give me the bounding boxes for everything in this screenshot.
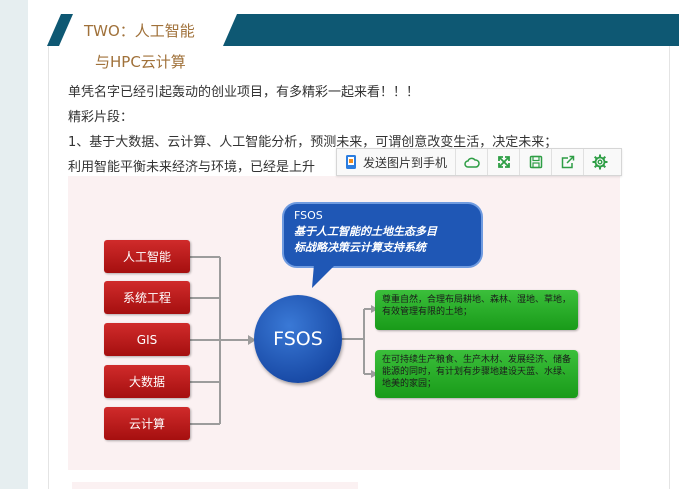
paragraph-highlights: 精彩片段： (68, 110, 134, 125)
article-figure[interactable]: 人工智能 系统工程 GIS 大数据 云计算 FSOS FSOS 基于人工智能的土… (68, 176, 620, 470)
category-box-ai: 人工智能 (104, 240, 190, 273)
bubble-line-2: 标战略决策云计算支持系统 (294, 241, 426, 254)
category-box-big-data: 大数据 (104, 365, 190, 398)
goal-box-2: 在可持续生产粮食、生产木材、发展经济、储备能源的同时，有计划有步骤地建设天蓝、水… (375, 350, 578, 398)
phone-icon (346, 155, 356, 169)
send-to-phone-button[interactable]: 发送图片到手机 (337, 149, 457, 175)
cloud-button[interactable] (456, 149, 489, 175)
settings-button[interactable] (584, 149, 615, 175)
goal-box-1: 尊重自然，合理布局耕地、森林、湿地、草地，有效管理有限的土地； (375, 290, 578, 330)
banner-title: TWO：人工智能 (84, 22, 195, 40)
banner-shape (47, 14, 679, 46)
paragraph-intro: 单凭名字已经引起轰动的创业项目，有多精彩一起来看！！！ (68, 85, 420, 100)
bubble-title: FSOS (294, 209, 323, 222)
banner-subtitle: 与HPC云计算 (95, 53, 186, 71)
category-box-gis: GIS (104, 323, 190, 356)
expand-button[interactable] (488, 149, 521, 175)
save-button[interactable] (520, 149, 553, 175)
paragraph-point-2: 利用智能平衡未来经济与环境，已经是上升 (68, 160, 316, 175)
share-button[interactable] (552, 149, 585, 175)
bubble-line-1: 基于人工智能的土地生态多目 (294, 225, 437, 238)
speech-bubble: FSOS 基于人工智能的土地生态多目 标战略决策云计算支持系统 (294, 208, 480, 256)
send-to-phone-label: 发送图片到手机 (363, 155, 448, 170)
next-figure-preview (72, 482, 358, 489)
cloud-icon (463, 157, 480, 168)
article-content-frame (48, 44, 670, 489)
paragraph-point-1: 1、基于大数据、云计算、人工智能分析，预测未来，可谓创意改变生活，决定未来； (68, 135, 558, 150)
left-margin-strip (0, 0, 28, 489)
category-box-systems-engineering: 系统工程 (104, 281, 190, 314)
save-icon (529, 155, 542, 169)
section-banner: TWO：人工智能 (47, 14, 679, 46)
fsos-circle: FSOS (254, 295, 342, 383)
expand-icon (497, 156, 510, 168)
share-icon (561, 155, 574, 169)
image-toolbar: 发送图片到手机 (336, 148, 622, 176)
figure-connectors (190, 202, 483, 425)
gear-icon (592, 154, 608, 170)
category-box-cloud-computing: 云计算 (104, 407, 190, 440)
